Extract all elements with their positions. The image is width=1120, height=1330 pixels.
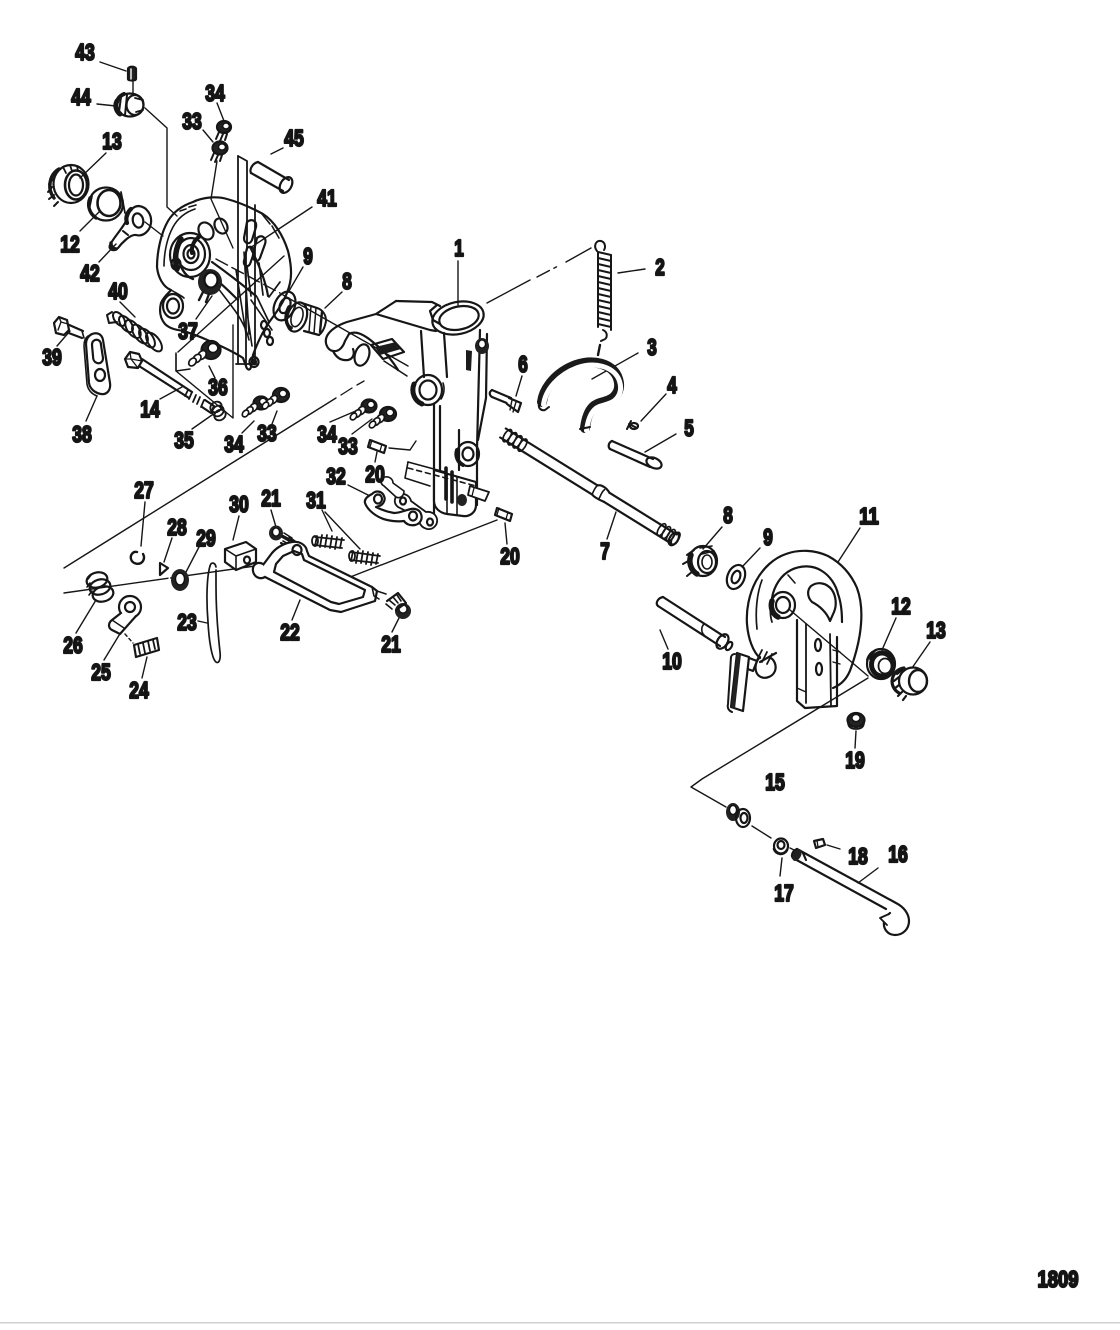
- svg-text:35: 35: [174, 427, 194, 453]
- svg-text:20: 20: [500, 543, 520, 569]
- svg-text:16: 16: [888, 841, 908, 867]
- svg-text:13: 13: [926, 617, 946, 643]
- svg-text:6: 6: [518, 351, 528, 377]
- svg-text:4: 4: [667, 372, 677, 398]
- svg-text:44: 44: [71, 84, 91, 110]
- svg-text:19: 19: [845, 747, 865, 773]
- svg-text:24: 24: [129, 677, 149, 703]
- svg-text:26: 26: [63, 632, 83, 658]
- svg-text:38: 38: [72, 421, 92, 447]
- svg-text:28: 28: [167, 514, 187, 540]
- svg-text:15: 15: [765, 769, 785, 795]
- svg-text:33: 33: [182, 108, 202, 134]
- svg-text:29: 29: [196, 525, 216, 551]
- svg-text:42: 42: [80, 260, 100, 286]
- svg-text:22: 22: [280, 619, 300, 645]
- svg-text:23: 23: [177, 609, 197, 635]
- svg-text:17: 17: [774, 880, 794, 906]
- svg-text:11: 11: [859, 503, 879, 529]
- svg-text:43: 43: [75, 39, 95, 65]
- svg-text:13: 13: [102, 128, 122, 154]
- svg-text:34: 34: [317, 421, 337, 447]
- svg-text:34: 34: [224, 431, 244, 457]
- svg-text:20: 20: [365, 461, 385, 487]
- svg-text:1809: 1809: [1038, 1266, 1079, 1292]
- svg-text:39: 39: [42, 344, 62, 370]
- svg-text:45: 45: [284, 125, 304, 151]
- svg-text:14: 14: [140, 396, 160, 422]
- svg-text:30: 30: [229, 491, 249, 517]
- svg-text:2: 2: [655, 254, 665, 280]
- svg-text:7: 7: [600, 538, 610, 564]
- svg-text:37: 37: [178, 318, 198, 344]
- svg-text:36: 36: [208, 374, 228, 400]
- svg-text:31: 31: [306, 487, 326, 513]
- svg-text:32: 32: [326, 463, 346, 489]
- svg-text:1: 1: [454, 235, 464, 261]
- svg-text:21: 21: [261, 485, 281, 511]
- svg-text:8: 8: [723, 502, 733, 528]
- svg-text:41: 41: [317, 185, 337, 211]
- svg-text:8: 8: [342, 268, 352, 294]
- svg-text:18: 18: [848, 843, 868, 869]
- svg-text:21: 21: [381, 631, 401, 657]
- svg-text:34: 34: [205, 80, 225, 106]
- svg-text:12: 12: [60, 231, 80, 257]
- svg-text:10: 10: [662, 648, 682, 674]
- svg-text:33: 33: [338, 433, 358, 459]
- svg-text:33: 33: [257, 420, 277, 446]
- svg-text:5: 5: [684, 415, 694, 441]
- svg-text:40: 40: [108, 278, 128, 304]
- svg-text:12: 12: [891, 593, 911, 619]
- svg-text:3: 3: [647, 334, 657, 360]
- svg-text:9: 9: [763, 524, 773, 550]
- svg-text:27: 27: [134, 477, 154, 503]
- svg-text:25: 25: [91, 659, 111, 685]
- svg-text:9: 9: [303, 243, 313, 269]
